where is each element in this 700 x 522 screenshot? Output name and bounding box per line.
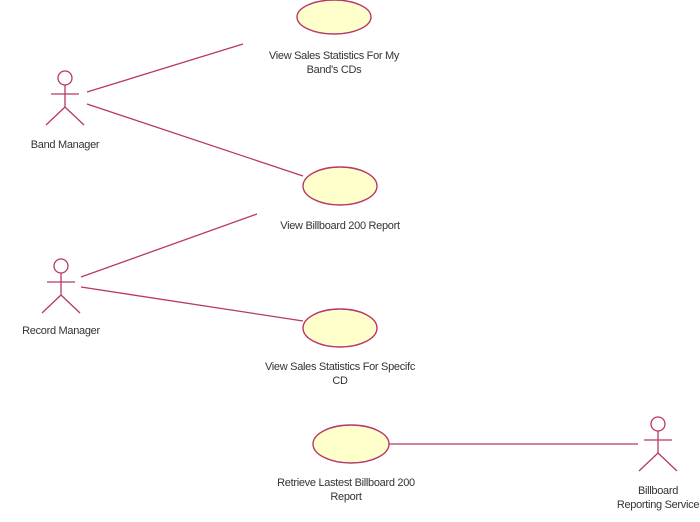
use-case-ellipse[interactable]	[302, 308, 378, 348]
use-case-label-line: Report	[330, 491, 361, 503]
use-case-label-line: View Sales Statistics For My	[269, 50, 400, 62]
actor-label-line: Billboard	[638, 485, 678, 497]
use-case-label-line: CD	[332, 375, 348, 387]
associations-layer	[80, 43, 638, 445]
actor-left-leg	[638, 452, 659, 472]
actor-stick-figure-icon[interactable]	[638, 416, 678, 472]
use-case-label-line: Retrieve Lastest Billboard 200	[277, 477, 415, 489]
actor-left-leg	[45, 106, 66, 126]
actor-right-leg	[657, 452, 678, 472]
use-case-view-sales-my-band[interactable]: View Sales Statistics For My Band's CDs	[269, 0, 400, 76]
association-line-band-manager-to-view-sales-my-band[interactable]	[86, 43, 244, 93]
use-case-label-line: Band's CDs	[307, 64, 363, 76]
use-case-ellipse[interactable]	[296, 0, 372, 35]
use-case-ellipse[interactable]	[302, 166, 378, 206]
actor-head	[53, 258, 69, 274]
actor-band-manager[interactable]: Band Manager	[31, 70, 100, 151]
actor-label-line: Band Manager	[31, 139, 100, 151]
use-case-label: View Billboard 200 Report	[280, 220, 400, 232]
use-case-ellipse[interactable]	[312, 424, 390, 464]
actor-stick-figure-icon[interactable]	[41, 258, 81, 314]
association-line-band-manager-to-view-billboard-200[interactable]	[86, 103, 304, 177]
actor-record-manager[interactable]: Record Manager	[22, 258, 101, 337]
actor-label: Band Manager	[31, 139, 100, 151]
actor-head	[57, 70, 73, 86]
actor-head	[650, 416, 666, 432]
actor-label-line: Record Manager	[22, 325, 100, 337]
use-case-label: View Sales Statistics For My Band's CDs	[269, 50, 400, 76]
actor-label: Record Manager	[22, 325, 100, 337]
actor-left-leg	[41, 294, 62, 314]
association-line-record-manager-to-view-sales-specific-cd[interactable]	[80, 286, 304, 322]
use-case-label-line: View Sales Statistics For Specifc	[265, 361, 416, 373]
actor-label-line: Reporting Service	[617, 499, 700, 511]
use-case-view-billboard-200[interactable]: View Billboard 200 Report	[280, 166, 400, 232]
actor-right-leg	[60, 294, 81, 314]
association-line-record-manager-to-view-billboard-200[interactable]	[80, 213, 258, 278]
use-case-label-line: View Billboard 200 Report	[280, 220, 400, 232]
actor-stick-figure-icon[interactable]	[45, 70, 85, 126]
actor-right-leg	[64, 106, 85, 126]
